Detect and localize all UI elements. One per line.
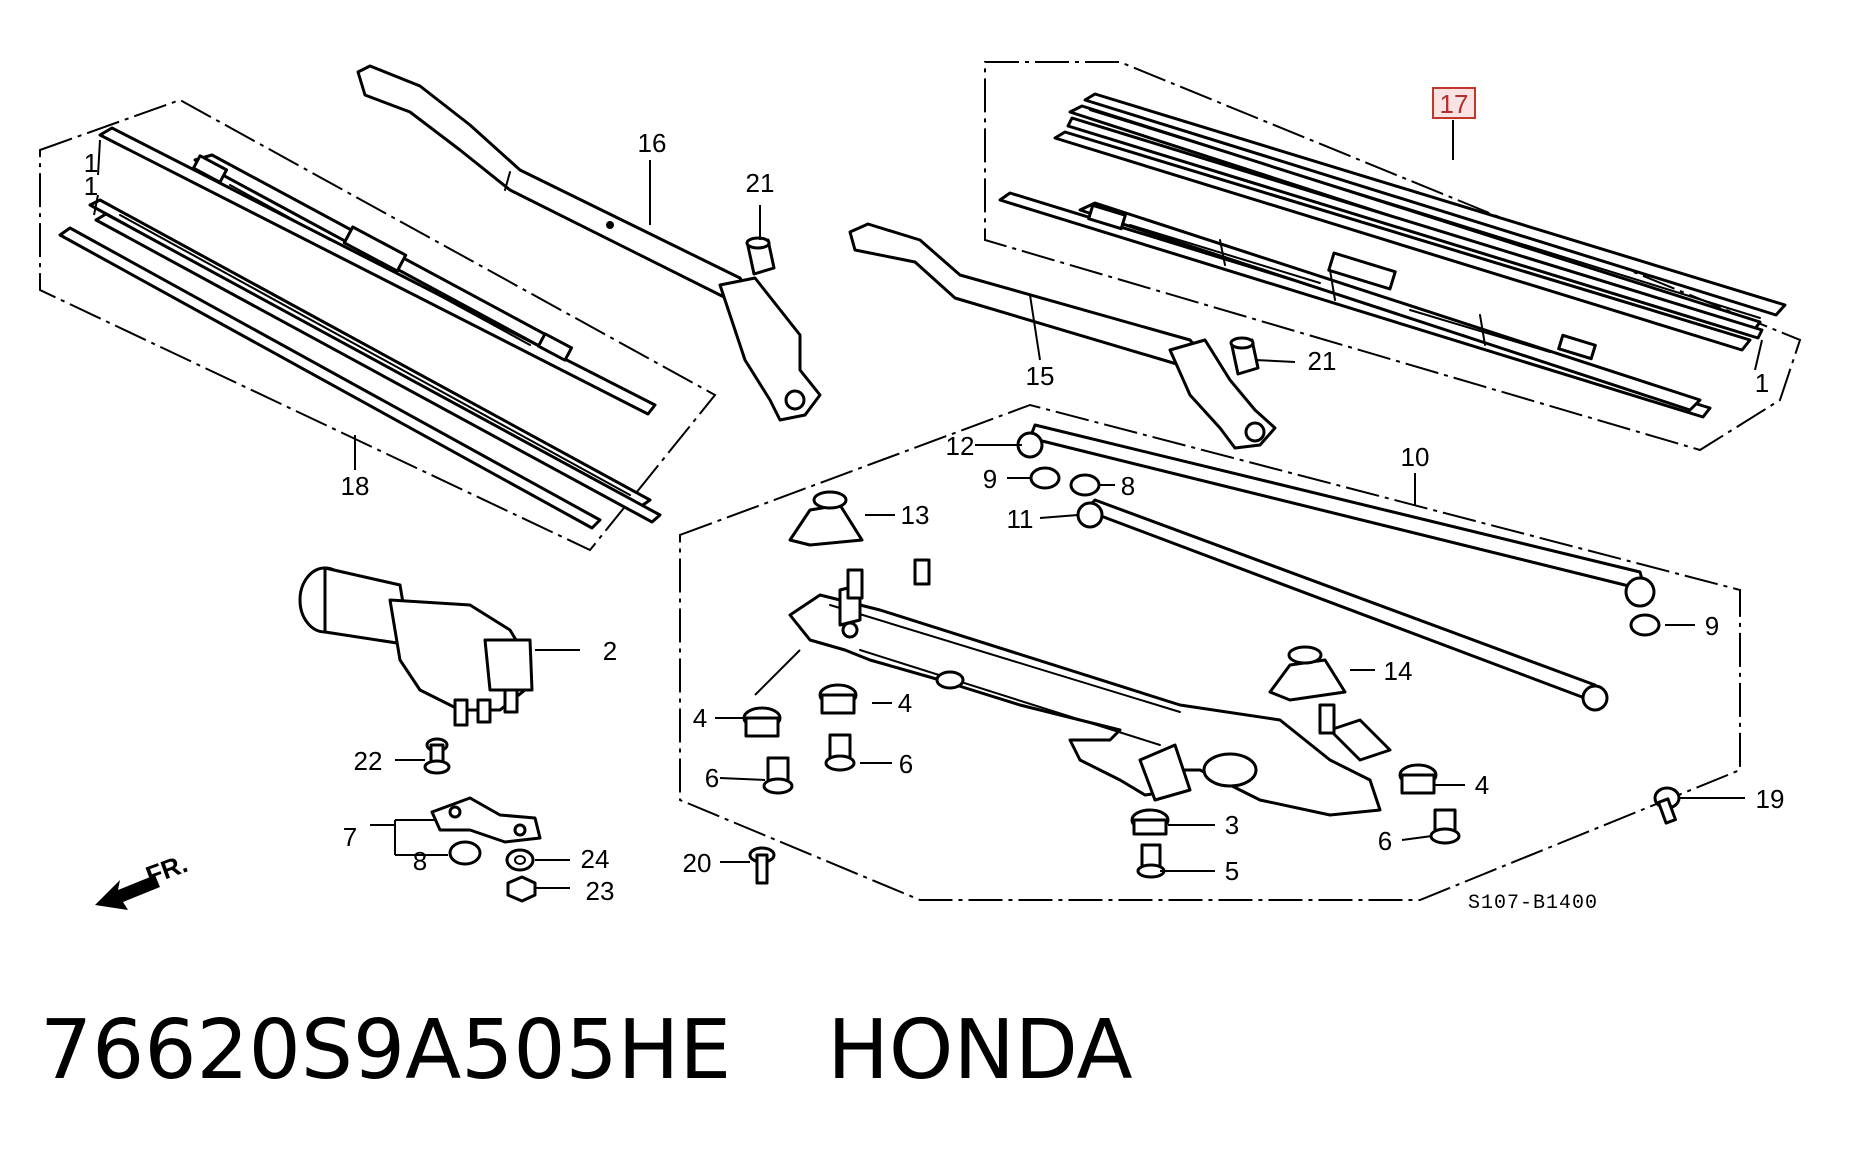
bushing-4[interactable]: [742, 683, 1438, 795]
nut-8[interactable]: [448, 473, 1101, 866]
nut-23[interactable]: [506, 875, 537, 903]
highlight-box-17: [1432, 87, 1476, 119]
callout-10: 10: [1401, 442, 1430, 472]
bracket-7[interactable]: [430, 796, 542, 844]
callout-13: 13: [901, 500, 930, 530]
callout-6-middle: 6: [899, 749, 913, 779]
callout-1-top-left: 1: [84, 148, 98, 178]
callout-18: 18: [341, 471, 370, 501]
brand-name: HONDA: [827, 1003, 1133, 1098]
group-outline-linkage: [679, 403, 1741, 901]
stud-bolts[interactable]: [846, 558, 1336, 735]
bolt-20[interactable]: [748, 846, 776, 885]
wiper-blade-right-highlighted[interactable]: [998, 92, 1787, 419]
pivot-boot-13[interactable]: [788, 490, 864, 547]
callout-21-left: 21: [746, 168, 775, 198]
callout-3: 3: [1225, 810, 1239, 840]
group-outline-left-blade: [39, 98, 717, 552]
wiper-motor[interactable]: [298, 566, 534, 727]
callout-5: 5: [1225, 856, 1239, 886]
callout-22: 22: [354, 746, 383, 776]
callout-9-upper: 9: [983, 464, 997, 494]
callout-15: 15: [1026, 361, 1055, 391]
callout-numbers: 1 1 18 16 21 21 15 17 1 12 9 8 11 10 13 …: [84, 87, 1785, 906]
callout-17-highlighted: 17: [1440, 89, 1469, 119]
callout-6-left: 6: [705, 763, 719, 793]
callout-8-lower: 8: [413, 846, 427, 876]
callout-8-upper: 8: [1121, 471, 1135, 501]
bushing-3[interactable]: [1130, 808, 1170, 836]
diagram-code: S107-B1400: [1468, 892, 1598, 915]
callout-9-right: 9: [1705, 611, 1719, 641]
callout-16: 16: [638, 128, 667, 158]
callout-1-right: 1: [1755, 368, 1769, 398]
washer-24[interactable]: [505, 848, 535, 872]
callout-23: 23: [586, 876, 615, 906]
callout-24: 24: [581, 844, 610, 874]
group-outline-right-blade: [984, 61, 1802, 452]
leader-lines: [93, 120, 1763, 889]
part-number: 76620S9A505HE: [40, 1003, 732, 1098]
collar-6[interactable]: [762, 733, 1461, 845]
direction-label: FR.: [142, 848, 192, 891]
callout-11: 11: [1007, 504, 1034, 534]
pivot-boot-14[interactable]: [1268, 645, 1347, 702]
part-number-footer: 76620S9A505HE HONDA: [40, 1010, 1133, 1092]
callout-20: 20: [683, 848, 712, 878]
callout-4-middle: 4: [898, 688, 912, 718]
bolt-22[interactable]: [423, 737, 451, 775]
collar-5[interactable]: [1136, 843, 1166, 879]
callout-14: 14: [1384, 656, 1413, 686]
wiper-blade-left[interactable]: [58, 126, 662, 530]
callout-12: 12: [946, 431, 975, 461]
callout-4-right: 4: [1475, 770, 1489, 800]
pivot-cap-left[interactable]: [745, 236, 776, 276]
link-rod-upper[interactable]: [1016, 423, 1656, 608]
callout-21-right: 21: [1308, 346, 1337, 376]
callout-1-mid-left: 1: [84, 171, 98, 201]
wiper-arm-right[interactable]: [848, 222, 1277, 450]
callout-6-right: 6: [1378, 826, 1392, 856]
pivot-cap-right[interactable]: [1229, 336, 1260, 376]
callout-19: 19: [1756, 784, 1785, 814]
wiper-arm-left[interactable]: [356, 64, 822, 422]
callout-4-left: 4: [693, 703, 707, 733]
callout-2: 2: [603, 636, 617, 666]
link-rod-lower[interactable]: [1076, 498, 1609, 712]
linkage-frame[interactable]: [788, 583, 1392, 817]
callout-7: 7: [343, 822, 357, 852]
front-direction-arrow: FR.: [95, 848, 191, 910]
bolt-19[interactable]: [1653, 786, 1681, 825]
